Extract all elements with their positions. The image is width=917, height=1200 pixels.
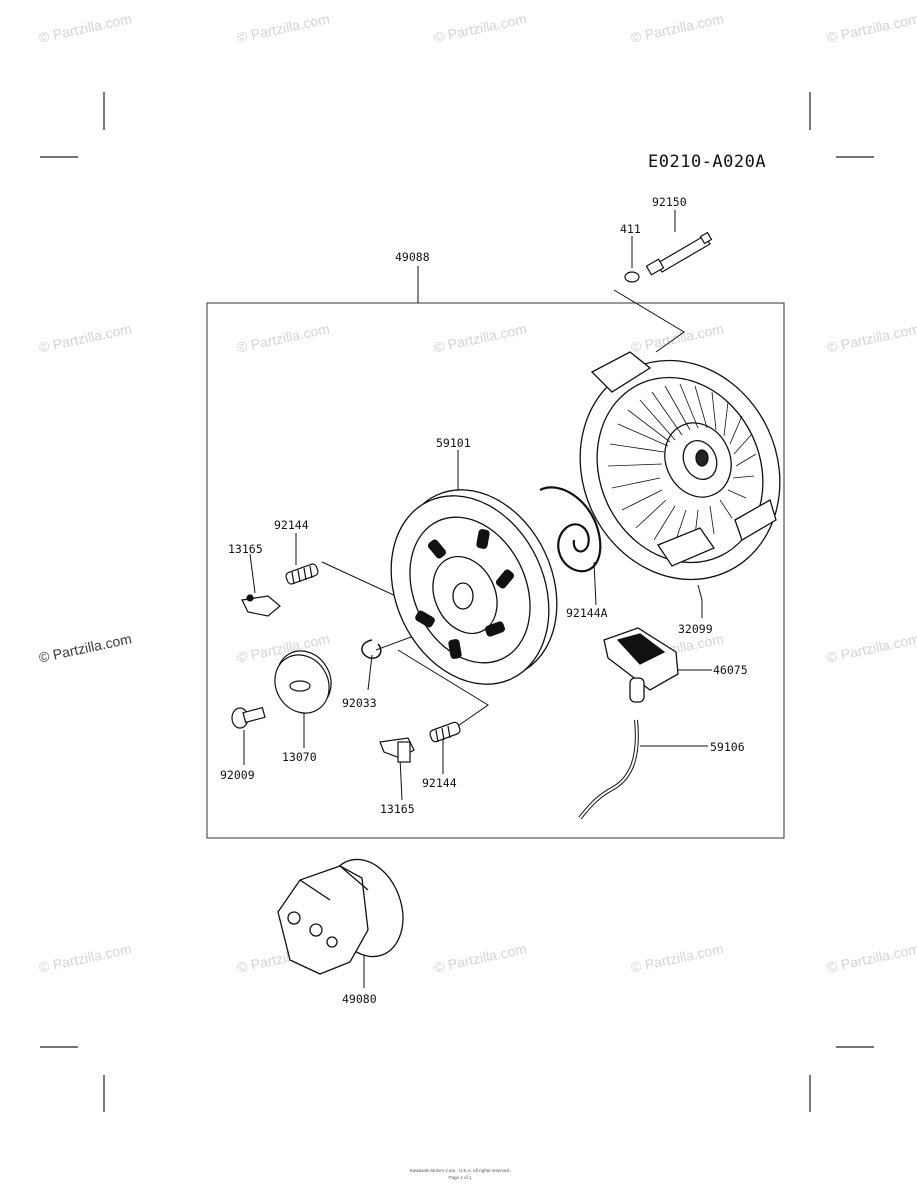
part-label-13165[interactable]: 13165	[228, 542, 263, 556]
assembly-frame	[206, 302, 785, 839]
part-label-49080[interactable]: 49080	[342, 992, 377, 1006]
ratchet-pawl-lower	[379, 737, 415, 763]
part-label-92144[interactable]: 92144	[274, 518, 309, 532]
footer-page: Page 1 of 1	[448, 1175, 472, 1180]
starter-rope	[578, 719, 639, 820]
starter-cup	[277, 858, 404, 975]
recoil-case	[579, 351, 781, 581]
circlip	[361, 639, 382, 659]
part-label-13070[interactable]: 13070	[282, 750, 317, 764]
part-label-59101[interactable]: 59101	[436, 436, 471, 450]
part-label-411[interactable]: 411	[620, 222, 641, 236]
screw	[231, 706, 266, 729]
part-label-13165[interactable]: 13165	[380, 802, 415, 816]
starter-handle	[603, 627, 679, 703]
part-label-49088[interactable]: 49088	[395, 250, 430, 264]
part-label-92033[interactable]: 92033	[342, 696, 377, 710]
compression-spring-upper	[285, 563, 319, 585]
compression-spring-lower	[429, 721, 461, 743]
reel-pulley	[390, 489, 558, 685]
part-label-92144[interactable]: 92144	[422, 776, 457, 790]
part-label-46075[interactable]: 46075	[713, 663, 748, 677]
part-label-92144A[interactable]: 92144A	[566, 606, 608, 620]
footer-copyright: Kawasaki Motors Corp., U.S.A. All rights…	[409, 1168, 511, 1173]
shaft-pin	[645, 231, 713, 276]
friction-plate	[274, 650, 332, 714]
part-label-92150[interactable]: 92150	[652, 195, 687, 209]
diagram-code: E0210-A020A	[648, 152, 767, 172]
ratchet-pawl-upper	[241, 594, 281, 617]
washer	[624, 271, 640, 283]
part-label-92009[interactable]: 92009	[220, 768, 255, 782]
spiral-spring	[539, 486, 602, 573]
part-label-32099[interactable]: 32099	[678, 622, 713, 636]
part-label-59106[interactable]: 59106	[710, 740, 745, 754]
crop-marks	[40, 92, 874, 1112]
